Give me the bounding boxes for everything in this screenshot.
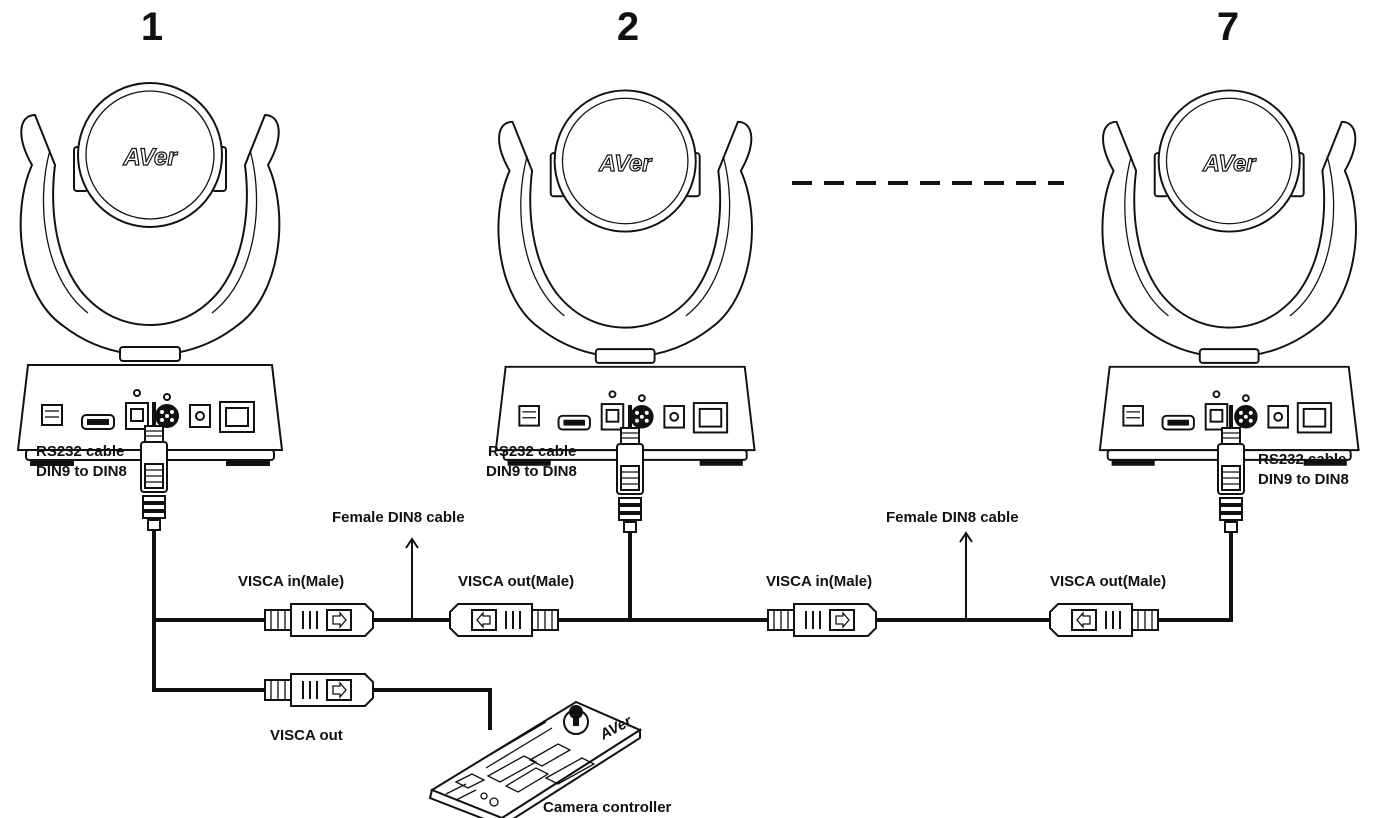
camera-2: AVer	[494, 89, 756, 467]
camera-controller: AVer	[428, 700, 643, 818]
rs232-label-7-line1: RS232 cable	[1258, 451, 1346, 468]
rs232-plug-7	[1217, 427, 1245, 533]
camera-7-number: 7	[1217, 5, 1239, 49]
female-din8-arrow-1	[405, 537, 419, 620]
rs232-plug-1	[140, 425, 168, 531]
visca-out-connector-2	[1049, 603, 1159, 637]
female-din8-label-1: Female DIN8 cable	[332, 509, 465, 526]
camera-controller-label: Camera controller	[543, 799, 672, 816]
rs232-label-2-line1: RS232 cable	[488, 443, 576, 460]
rs232-label-7-line2: DIN9 to DIN8	[1258, 471, 1349, 488]
visca-in-label-2: VISCA in(Male)	[766, 573, 872, 590]
visca-in-label-1: VISCA in(Male)	[238, 573, 344, 590]
visca-out-label-2: VISCA out(Male)	[1050, 573, 1166, 590]
visca-in-connector-2	[767, 603, 877, 637]
visca-out-label: VISCA out	[270, 727, 343, 744]
rs232-label-2-line2: DIN9 to DIN8	[486, 463, 577, 480]
camera-2-logo: AVer	[598, 150, 653, 176]
visca-out-label-1: VISCA out(Male)	[458, 573, 574, 590]
female-din8-arrow-2	[959, 531, 973, 620]
rs232-label-1-line1: RS232 cable	[36, 443, 124, 460]
camera-1: AVer	[17, 82, 283, 467]
camera-7-logo: AVer	[1202, 150, 1257, 176]
visca-in-connector-1	[264, 603, 374, 637]
camera-2-number: 2	[617, 5, 639, 49]
camera-1-number: 1	[141, 5, 163, 49]
cable-controller	[373, 688, 492, 730]
cable-camera-7-drop	[1158, 532, 1233, 622]
visca-out-connector-controller	[264, 673, 374, 707]
camera-7: AVer	[1098, 89, 1360, 467]
cable-camera-1-drop	[152, 530, 265, 692]
female-din8-label-2: Female DIN8 cable	[886, 509, 1019, 526]
visca-out-connector-1	[449, 603, 559, 637]
rs232-plug-2	[616, 427, 644, 533]
rs232-label-1-line2: DIN9 to DIN8	[36, 463, 127, 480]
camera-1-logo: AVer	[122, 144, 178, 171]
